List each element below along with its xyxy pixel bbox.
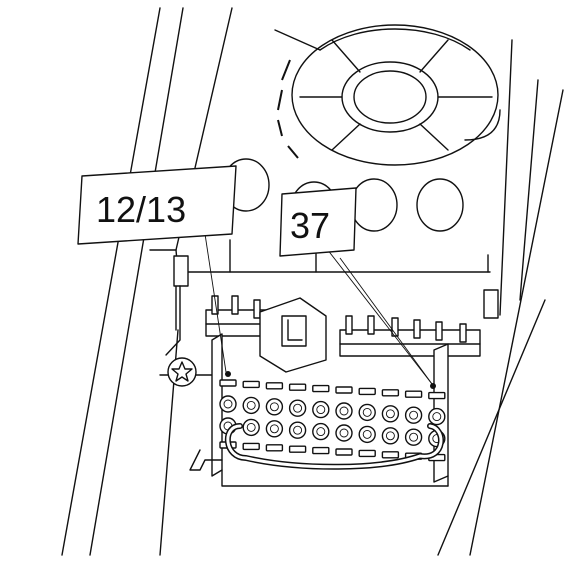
terminal-screw-lower [335, 424, 353, 442]
terminal-screw-upper [288, 399, 307, 417]
terminal-screw-lower-inner [246, 422, 256, 432]
terminal-block [189, 333, 449, 487]
terminal-screw-upper [335, 402, 353, 420]
terminal-screw-lower [381, 427, 400, 445]
connector-socket [259, 297, 327, 373]
callout-dot-left [225, 371, 231, 377]
terminal-slot-top [288, 383, 307, 391]
terminal-screw-upper [265, 398, 284, 416]
terminal-slot-bottom [265, 444, 284, 452]
drive-housing [61, 7, 564, 556]
terminal-screw-upper-inner [409, 410, 419, 420]
terminal-slot-top [428, 391, 446, 400]
terminal-screw-lower-inner [409, 432, 419, 442]
pin-header-right [339, 315, 481, 357]
terminal-screw-lower [404, 428, 423, 446]
keypad-navigation [274, 24, 501, 166]
terminal-screw-upper-inner [385, 409, 395, 419]
terminal-screw-upper-inner [246, 400, 256, 410]
terminal-slot-bottom [312, 446, 330, 455]
terminal-screw-lower [288, 421, 307, 439]
terminal-slot-bottom [242, 442, 260, 451]
ground-screw-icon [167, 357, 197, 387]
terminal-screw-upper-inner [362, 407, 372, 417]
terminal-compartment [165, 239, 499, 356]
jumper-wire [224, 423, 444, 470]
terminal-screw-upper [404, 406, 423, 424]
terminal-screw-lower-inner [339, 428, 349, 438]
terminal-screw-lower [312, 422, 330, 441]
terminal-screw-upper [428, 407, 446, 426]
label-12-13-text: 12/13 [96, 189, 186, 230]
terminal-screw-upper [358, 403, 376, 422]
terminal-screw-lower-inner [269, 424, 279, 434]
terminal-slot-top [358, 387, 376, 396]
terminal-screw-lower-inner [316, 427, 326, 437]
terminal-slot-bottom [288, 445, 307, 453]
label-37-text: 37 [290, 205, 330, 246]
terminal-screw-upper-inner [269, 402, 279, 412]
terminal-slot-top [312, 384, 330, 393]
terminal-screw-upper [219, 395, 237, 413]
terminal-slot-top [219, 379, 237, 387]
terminal-screw-lower-inner [293, 425, 303, 435]
terminal-slot-top [242, 380, 260, 389]
terminal-slot-top [404, 390, 423, 398]
terminal-screw-lower-inner [362, 429, 372, 439]
terminal-screw-upper-inner [223, 399, 233, 409]
terminal-cells [219, 379, 446, 462]
terminal-screw-lower-inner [385, 431, 395, 441]
terminal-screw-upper [381, 405, 400, 423]
callout-dot-right [430, 383, 436, 389]
terminal-screw-lower [358, 425, 376, 444]
terminal-screw-upper [312, 400, 330, 419]
terminal-screw-upper-inner [316, 405, 326, 415]
cable-clip [173, 255, 189, 287]
terminal-slot-top [381, 389, 400, 397]
terminal-screw-upper-inner [293, 403, 303, 413]
button-3 [350, 178, 398, 232]
terminal-slot-top [335, 386, 353, 394]
terminal-screw-lower [265, 420, 284, 438]
button-4 [416, 178, 464, 232]
terminal-slot-bottom [335, 448, 353, 456]
label-12-13: 12/13 [77, 165, 237, 245]
side-clip [483, 289, 499, 319]
label-37: 37 [279, 187, 357, 257]
terminal-screw-upper [242, 396, 260, 415]
terminal-screw-lower [242, 418, 260, 437]
terminal-screw-upper-inner [432, 412, 442, 422]
terminal-slot-bottom [358, 449, 376, 458]
terminal-screw-upper-inner [339, 406, 349, 416]
callout-leaders [204, 233, 436, 389]
terminal-slot-top [265, 382, 284, 390]
terminal-slot-bottom [381, 451, 400, 459]
